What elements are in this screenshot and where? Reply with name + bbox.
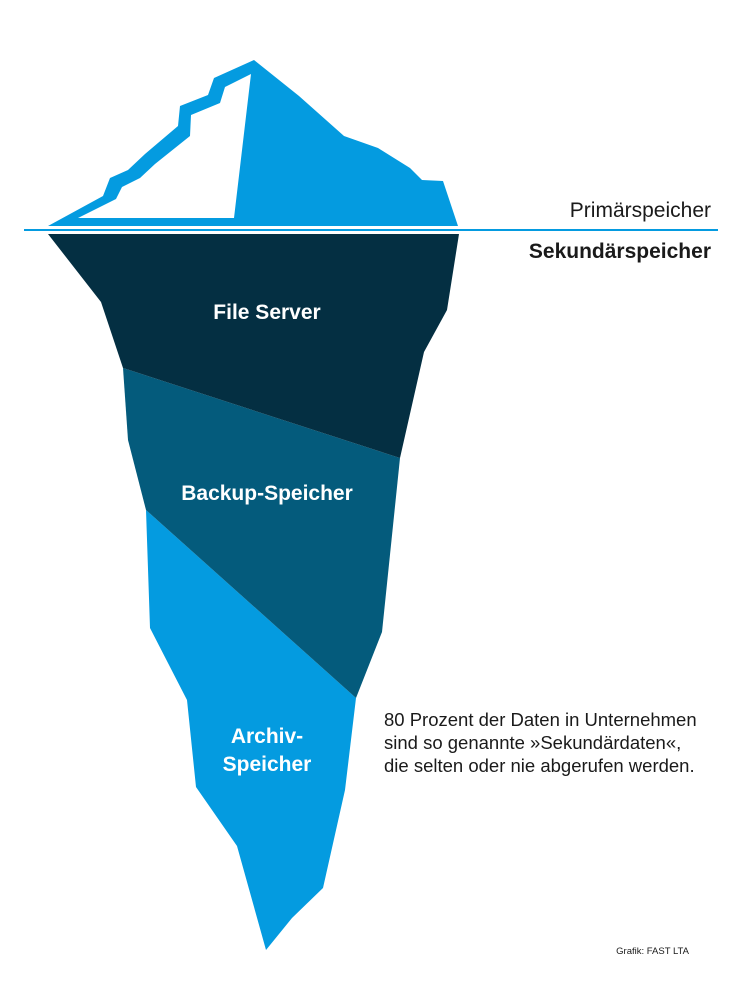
label-archive-line1: Archiv-: [231, 725, 303, 748]
note-line-1: 80 Prozent der Daten in Unternehmen: [384, 709, 697, 730]
iceberg-underwater: [48, 234, 459, 950]
label-file-server: File Server: [213, 301, 320, 324]
label-archive-line2: Speicher: [223, 753, 312, 776]
note-line-3: die selten oder nie abgerufen werden.: [384, 755, 695, 776]
label-primary-storage: Primärspeicher: [570, 199, 711, 222]
credit-text: Grafik: FAST LTA: [616, 946, 690, 957]
note-line-2: sind so genannte »Sekundärdaten«,: [384, 732, 681, 753]
side-note: 80 Prozent der Daten in Unternehmen sind…: [384, 709, 697, 776]
iceberg-tip: [48, 60, 458, 226]
label-secondary-storage: Sekundärspeicher: [529, 240, 711, 263]
iceberg-tip-shape: [48, 60, 458, 226]
label-backup: Backup-Speicher: [181, 482, 353, 505]
layer-backup-shape: [123, 368, 400, 698]
layer-archive-shape: [146, 510, 356, 950]
layer-file-server-shape: [48, 234, 459, 458]
iceberg-tip-highlight: [78, 74, 251, 218]
